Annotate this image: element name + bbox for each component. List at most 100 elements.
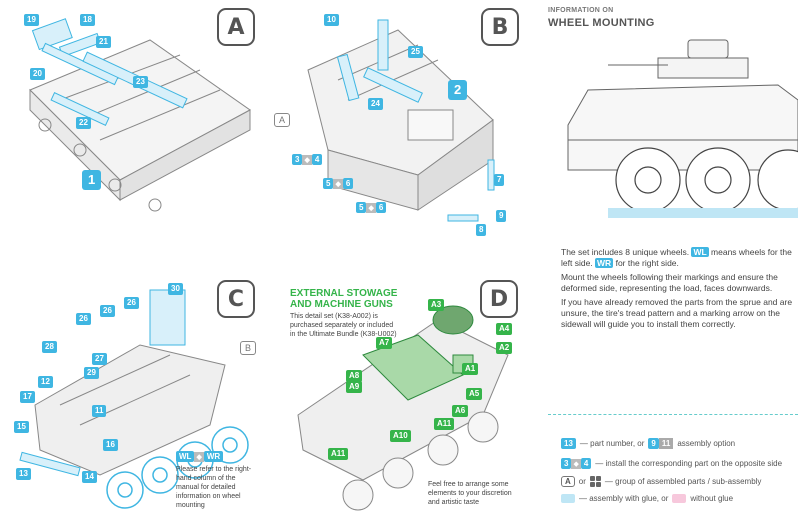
part-badge: 10: [324, 14, 339, 26]
legend-noglue-text: without glue: [690, 494, 734, 503]
part-number: 4: [311, 154, 323, 165]
wheel-right-tag: WR: [203, 451, 224, 462]
info-kicker: INFORMATION ON: [548, 7, 614, 14]
part-badge: 18: [80, 14, 95, 26]
part-badge: A8: [346, 370, 363, 382]
part-badge: 24: [368, 98, 383, 110]
panel-d: D EXTERNAL STOWAGE AND MACHINE GUNS This…: [268, 275, 533, 526]
part-badge: A1: [462, 363, 479, 375]
panel-a: A 19 18 21 20 23 22 1: [0, 0, 268, 260]
part-badge: 26: [124, 297, 139, 309]
legend-part-number: 13 — part number, or 9 11 assembly optio…: [561, 438, 735, 449]
legend-option-text: assembly option: [677, 439, 736, 448]
part-badge: 19: [24, 14, 39, 26]
mirror-arrow-icon: ◆: [571, 458, 581, 469]
opposite-side-indicator: 3◆4: [292, 154, 323, 165]
vehicle-side-view: [567, 39, 798, 218]
mirror-arrow-icon: ◆: [302, 154, 312, 165]
part-badge: 29: [84, 367, 99, 379]
legend-option-a: 9: [648, 438, 659, 449]
part-badge: 12: [38, 376, 53, 388]
legend-glue-text: — assembly with glue, or: [579, 494, 669, 503]
info-paragraph-2: Mount the wheels following their marking…: [561, 272, 778, 293]
wheel-note: Please refer to the right-hand column of…: [176, 466, 252, 509]
info-p1-start: The set includes 8 unique wheels.: [561, 247, 690, 257]
glue-swatch: [561, 494, 575, 503]
legend-sub-text: — group of assembled parts / sub-assembl…: [604, 477, 762, 486]
legend-opposite-side: 3 ◆ 4 — install the corresponding part o…: [561, 458, 782, 469]
part-badge: 21: [96, 36, 111, 48]
part-badge: A11: [328, 448, 349, 460]
subassembly-ref-a: A: [274, 113, 290, 127]
part-badge: 30: [168, 283, 183, 295]
part-badge: A2: [496, 342, 513, 354]
info-heading: WHEEL MOUNTING: [548, 17, 655, 29]
legend-part-badge: 13: [561, 438, 576, 449]
part-badge: A5: [466, 388, 483, 400]
part-badge: A6: [452, 405, 469, 417]
group-badge: 2: [448, 80, 468, 100]
part-badge: A4: [496, 323, 513, 335]
legend-subassembly: A or — group of assembled parts / sub-as…: [561, 476, 761, 487]
stowage-title-line1: EXTERNAL STOWAGE: [290, 288, 398, 299]
wr-tag: WR: [595, 258, 614, 268]
part-badge: 20: [30, 68, 45, 80]
part-number: 5: [356, 202, 367, 213]
stowage-title: EXTERNAL STOWAGE AND MACHINE GUNS: [290, 288, 397, 310]
panel-b: B A 10 25 24 7 9 8 2 3◆4 5◆6 5◆6: [268, 0, 533, 260]
part-badge: 25: [408, 46, 423, 58]
part-badge: 27: [92, 353, 107, 365]
part-badge: 14: [82, 471, 97, 483]
step-label-c: C: [217, 280, 255, 318]
part-badge: A9: [346, 381, 363, 393]
part-badge: A10: [390, 430, 411, 442]
stowage-description: This detail set (K38-A002) is purchased …: [290, 313, 397, 338]
vehicle-drawing-d: [297, 305, 509, 511]
info-paragraph-3: If you have already removed the parts fr…: [561, 297, 793, 329]
part-badge: 17: [20, 391, 35, 403]
part-badge: 16: [103, 439, 118, 451]
legend-divider: [548, 414, 798, 415]
mirror-arrow-icon: ◆: [194, 451, 204, 462]
part-number: 5: [323, 178, 334, 189]
info-paragraph-1: The set includes 8 unique wheels. WL mea…: [561, 247, 793, 269]
legend-opp-text: — install the corresponding part on the …: [595, 459, 783, 468]
part-badge: 22: [76, 117, 91, 129]
panel-c: C B 30 26 26 26 28 27 29 12 11 17 15 16 …: [0, 275, 268, 526]
part-number: 6: [375, 202, 387, 213]
part-number: 3: [292, 154, 303, 165]
stowage-title-line2: AND MACHINE GUNS: [290, 299, 393, 310]
legend-option-b: 11: [658, 438, 674, 449]
part-badge: 26: [100, 305, 115, 317]
opposite-side-indicator: 5◆6: [356, 202, 387, 213]
legend-glue: — assembly with glue, or without glue: [561, 494, 733, 503]
part-badge: A11: [434, 418, 455, 430]
legend-sub-letter: A: [561, 476, 575, 487]
group-grid-icon: [589, 476, 601, 487]
part-badge: 9: [496, 210, 507, 222]
part-badge: A3: [428, 299, 445, 311]
legend-part-text: — part number, or: [579, 439, 645, 448]
legend-opp-a: 3: [561, 458, 572, 469]
step-label-d: D: [480, 280, 518, 318]
part-badge: A7: [376, 337, 393, 349]
legend-opp-b: 4: [580, 458, 592, 469]
step-label-a: A: [217, 8, 255, 46]
part-badge: 15: [14, 421, 29, 433]
info-p1-end: for the right side.: [615, 258, 679, 268]
info-p1-mid: means wheels for the left side.: [561, 247, 792, 268]
subassembly-ref-b: B: [240, 341, 256, 355]
opposite-side-indicator: 5◆6: [323, 178, 354, 189]
part-badge: 28: [42, 341, 57, 353]
wheel-side-tag: WL◆WR: [176, 451, 224, 462]
group-badge: 1: [82, 170, 102, 190]
part-badge: 13: [16, 468, 31, 480]
noglue-swatch: [672, 494, 687, 503]
part-badge: 26: [76, 313, 91, 325]
wheel-left-tag: WL: [176, 451, 195, 462]
part-badge: 8: [476, 224, 487, 236]
part-badge: 11: [92, 405, 107, 417]
part-number: 6: [342, 178, 354, 189]
mirror-arrow-icon: ◆: [366, 202, 376, 213]
part-badge: 23: [133, 76, 148, 88]
